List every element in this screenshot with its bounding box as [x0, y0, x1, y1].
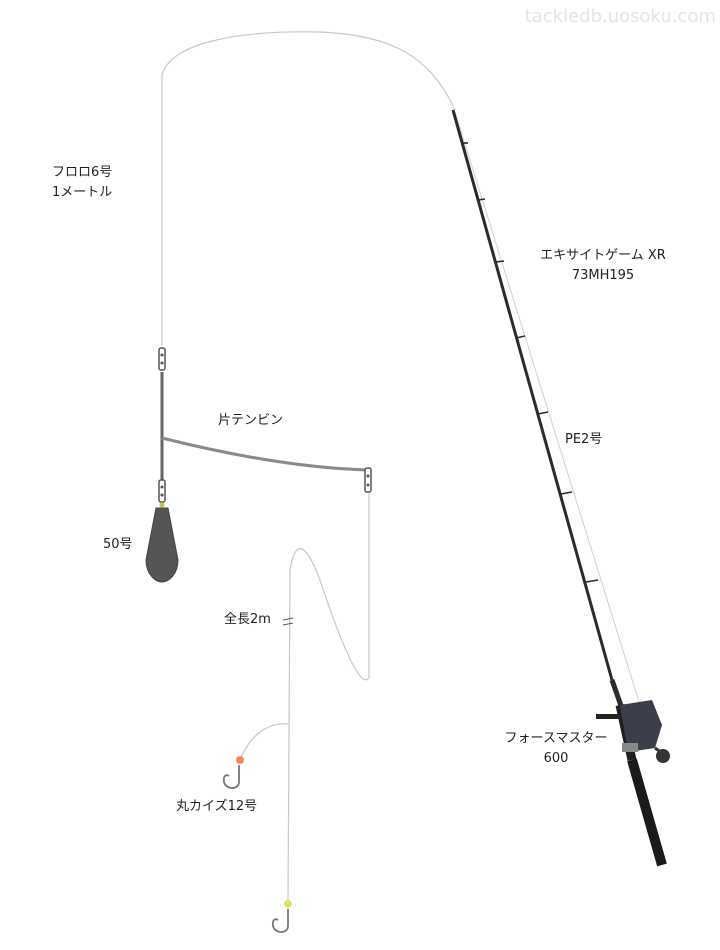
main-line-along-rod: [454, 111, 641, 706]
reel-label: フォースマスター 600: [495, 729, 617, 769]
leader-label: フロロ6号 1メートル: [52, 163, 112, 203]
reel-label-line2: 600: [543, 751, 569, 766]
tenbin-label: 片テンビン: [218, 413, 284, 428]
rod-label-line2: 73MH195: [571, 268, 635, 283]
swivel-icon: [364, 467, 372, 493]
swivel-icon: [158, 347, 166, 371]
leader-label-line2: 1メートル: [52, 185, 113, 200]
harris-line: [287, 493, 370, 901]
tenbin-arm: [161, 436, 369, 472]
main-line-arc: [161, 31, 456, 345]
reel-label-line1: フォースマスター: [504, 731, 608, 746]
branch-line: [239, 723, 289, 761]
bead-icon: [284, 900, 292, 908]
reel-icon: [596, 700, 670, 763]
swivel-icon: [158, 479, 166, 508]
hook-icon: [271, 909, 289, 933]
hook-icon: [222, 765, 240, 789]
rig-length-label: 全長2m: [224, 612, 271, 627]
hook-label: 丸カイズ12号: [176, 799, 258, 814]
rod-label-line1: エキサイトゲーム XR: [540, 248, 666, 263]
sinker-label: 50号: [103, 537, 133, 552]
rod-label: エキサイトゲーム XR 73MH195: [528, 246, 678, 286]
leader-label-line1: フロロ6号: [52, 165, 113, 180]
watermark: tackledb.uosoku.com: [524, 6, 716, 27]
sinker-icon: [145, 507, 179, 583]
main-line-label: PE2号: [565, 432, 603, 447]
bead-icon: [236, 756, 244, 764]
length-break-mark: [282, 617, 294, 626]
